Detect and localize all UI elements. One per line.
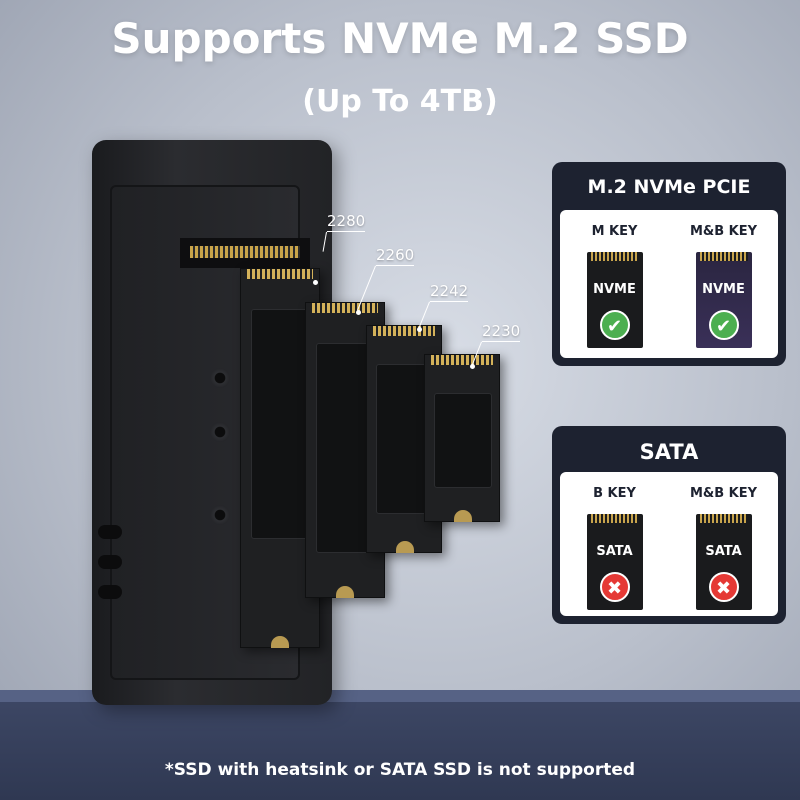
screw-icon [210, 422, 230, 442]
card-contacts [590, 252, 639, 261]
key-column-mb: M&B KEY SATA ✖ [669, 472, 778, 616]
card-text: NVME [593, 282, 636, 297]
leader-dot [417, 327, 422, 332]
leader-dot [313, 280, 318, 285]
screw-notch [271, 636, 289, 648]
mb-key-card: NVME ✔ [695, 252, 752, 348]
leader-line [418, 301, 430, 328]
leader-dot [470, 364, 475, 369]
gold-contacts [373, 326, 435, 336]
vent-slot [98, 585, 122, 599]
m-key-card: NVME ✔ [586, 252, 643, 348]
key-label: B KEY [593, 486, 636, 501]
check-icon: ✔ [708, 310, 739, 340]
nand-chip [251, 309, 311, 539]
vent-slot [98, 525, 122, 539]
ssd-2230 [424, 354, 500, 522]
screw-notch [336, 586, 354, 598]
vent-slot [98, 555, 122, 569]
page-title: Supports NVMe M.2 SSD [111, 14, 689, 63]
screw-notch [454, 510, 472, 522]
card-contacts [699, 252, 748, 261]
card-text: SATA [596, 544, 633, 559]
platform [0, 690, 800, 800]
card-contacts [590, 514, 639, 523]
gold-contacts [431, 355, 493, 365]
sata-panel-body: B KEY SATA ✖ M&B KEY SATA ✖ [560, 472, 778, 616]
key-column-m: M KEY NVME ✔ [560, 210, 669, 358]
card-text: NVME [702, 282, 745, 297]
b-key-card: SATA ✖ [586, 514, 643, 610]
key-label: M&B KEY [689, 224, 758, 239]
page-subtitle: (Up To 4TB) [302, 84, 498, 119]
size-label-2260: 2260 [376, 246, 415, 266]
gold-contacts [247, 269, 313, 279]
nand-chip [434, 393, 492, 488]
nvme-panel-body: M KEY NVME ✔ M&B KEY NVME ✔ [560, 210, 778, 358]
size-label-2230: 2230 [482, 322, 521, 342]
nvme-panel: M.2 NVMe PCIE M KEY NVME ✔ M&B KEY NVME … [552, 162, 786, 366]
sata-panel-title: SATA [639, 440, 699, 464]
key-label: M&B KEY [689, 486, 758, 501]
size-label-2280: 2280 [327, 212, 366, 232]
cross-icon: ✖ [599, 572, 630, 602]
key-column-b: B KEY SATA ✖ [560, 472, 669, 616]
mb-key-card: SATA ✖ [695, 514, 752, 610]
screw-notch [396, 541, 414, 553]
sata-panel: SATA B KEY SATA ✖ M&B KEY SATA ✖ [552, 426, 786, 624]
screw-icon [210, 368, 230, 388]
size-label-2242: 2242 [430, 282, 469, 302]
cross-icon: ✖ [708, 572, 739, 602]
check-icon: ✔ [599, 310, 630, 340]
key-column-mb: M&B KEY NVME ✔ [669, 210, 778, 358]
screw-icon [210, 505, 230, 525]
card-contacts [699, 514, 748, 523]
footnote: *SSD with heatsink or SATA SSD is not su… [164, 760, 636, 780]
gold-contacts [312, 303, 378, 313]
leader-dot [356, 310, 361, 315]
card-text: SATA [705, 544, 742, 559]
nvme-panel-title: M.2 NVMe PCIE [587, 176, 751, 198]
key-label: M KEY [591, 224, 638, 239]
m2-connector [190, 246, 300, 258]
